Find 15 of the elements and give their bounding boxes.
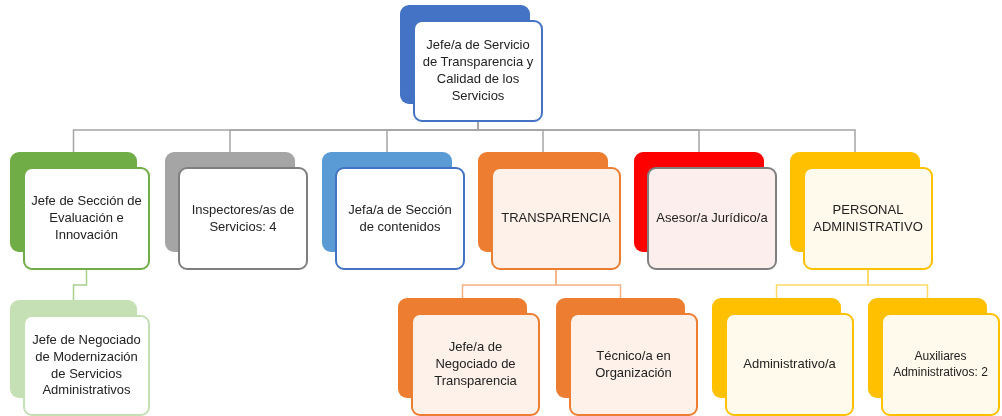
position-title: Jefe de Sección de Evaluación e Innovación [31, 193, 142, 244]
position-title: Asesor/a Jurídico/a [656, 210, 768, 227]
position-title: Técnico/a en Organización [594, 347, 673, 382]
position-title: Jefe de Negociado de Modernización de Servicios Administrativos [31, 331, 142, 400]
connector-line [72, 269, 88, 301]
position-title: Inspectores/as de Servicios: 4 [190, 201, 296, 236]
connector-line [555, 269, 622, 299]
position-title: PERSONAL ADMINISTRATIVO [812, 201, 924, 236]
position-title: Jefe/a de Servicio de Transparencia y Calidad de los Servicios [421, 37, 535, 105]
position-title: Auxiliares Administrativos: 2 [892, 348, 989, 381]
position-title: Jefa/a de Sección de contenidos [347, 201, 453, 236]
position-title: TRANSPARENCIA [501, 210, 611, 227]
connector-line [867, 269, 929, 299]
position-title: Jefe/a de Negociado de Transparencia [433, 339, 518, 390]
position-title: Administrativo/a [743, 356, 836, 373]
